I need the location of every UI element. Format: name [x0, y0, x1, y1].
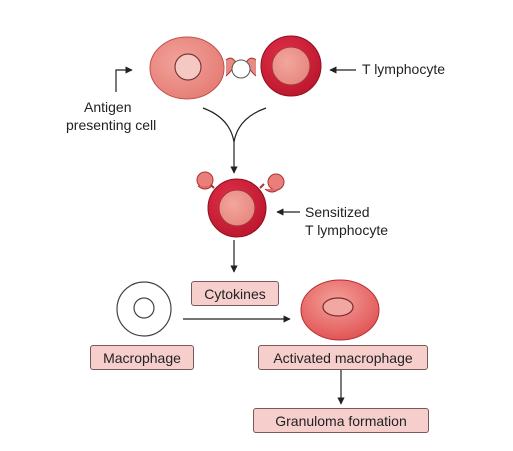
antigen-receptor-complex [225, 57, 257, 79]
t-lymphocyte-cell [260, 35, 322, 97]
sensitized-label-line1: Sensitized [305, 204, 370, 220]
apc-label-line2: presenting cell [66, 117, 157, 133]
sensitized-label-line2: T lymphocyte [305, 222, 388, 238]
t-lymphocyte-label: T lymphocyte [362, 61, 445, 77]
activated-macrophage-box: Activated macrophage [258, 345, 428, 370]
converge-curve-left [202, 107, 235, 143]
activated-macrophage-cell [300, 279, 380, 341]
apc-label-line1: Antigen [84, 99, 132, 115]
apc-pointer [115, 66, 133, 92]
granuloma-formation-box: Granuloma formation [253, 408, 429, 433]
sensitized-t-lymphocyte-cell [196, 171, 285, 238]
macrophage-box: Macrophage [90, 345, 194, 370]
cytokines-box: Cytokines [191, 281, 279, 306]
macrophage-cell [116, 281, 172, 337]
converge-curve-right [233, 107, 267, 143]
antigen-presenting-cell [149, 36, 225, 100]
